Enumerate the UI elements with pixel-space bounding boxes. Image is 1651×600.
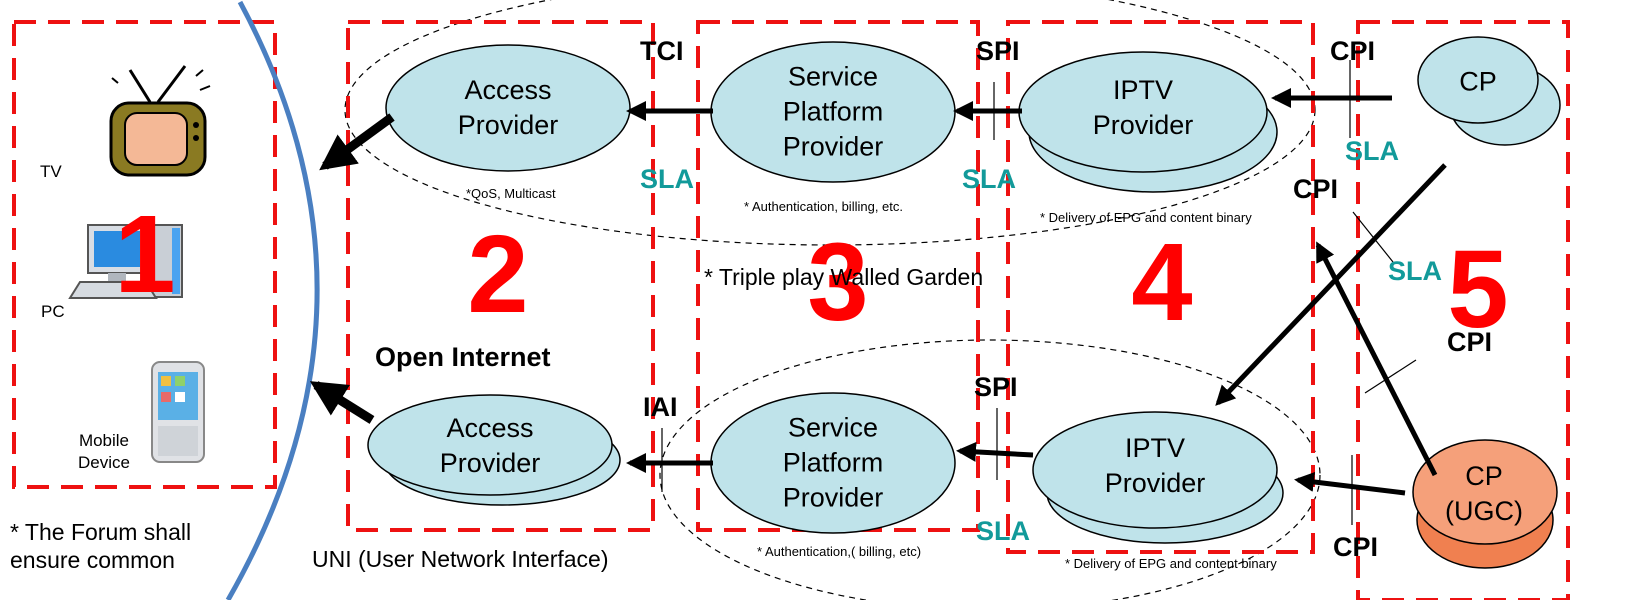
interface-spi-top: SPI (976, 36, 1020, 66)
service-platform-provider-top-label: Service Platform Provider (782, 61, 884, 162)
interface-spi-bottom: SPI (974, 372, 1018, 402)
pc-icon (68, 224, 183, 299)
sla-cp-top: SLA (1345, 136, 1399, 166)
access-provider-bottom-label: Access Provider (439, 413, 541, 478)
zone-5-number: 5 (1447, 228, 1509, 351)
note-walled-garden: * Triple play Walled Garden (704, 264, 984, 290)
interface-cpi-mid2: CPI (1447, 327, 1493, 357)
device-label-pc: PC (41, 302, 65, 321)
interface-cpi-bottom: CPI (1333, 532, 1379, 562)
arrow-access-to-user-top (319, 113, 395, 171)
note-authentication-top: * Authentication, billing, etc. (744, 199, 903, 214)
iptv-provider-bottom-node (1032, 411, 1278, 529)
note-authentication-bottom: * Authentication,( billing, etc) (757, 544, 922, 559)
zone-4-number: 4 (1131, 221, 1193, 344)
tick-cpi-mid (1352, 211, 1394, 263)
open-internet-ellipse (659, 339, 1321, 600)
mobile-phone-icon (151, 361, 205, 463)
sla-access-top: SLA (640, 164, 694, 194)
zone-2-number: 2 (467, 213, 529, 336)
label-open-internet: Open Internet (375, 342, 551, 372)
cp-top-label: CP (1459, 66, 1497, 97)
interface-iai: IAI (643, 392, 678, 422)
device-label-mobile: Mobile Device (78, 431, 130, 472)
iptv-provider-bottom-label: IPTV Provider (1104, 433, 1206, 498)
arrow-access-to-user-bottom (309, 381, 375, 424)
cp-ugc-label: CP (UGC) (1445, 461, 1523, 526)
zone-1-number: 1 (114, 193, 176, 316)
note-delivery-bottom: * Delivery of EPG and content binary (1065, 556, 1277, 571)
note-forum: * The Forum shall ensure common (10, 519, 192, 573)
zone-1-box (12, 20, 277, 489)
arrow-ugc-to-iptv-top-diagonal (1315, 241, 1438, 477)
service-platform-provider-bottom-label: Service Platform Provider (782, 412, 884, 513)
interface-tci: TCI (640, 36, 684, 66)
sla-mid: SLA (1388, 256, 1442, 286)
note-qos: *QoS, Multicast (466, 186, 556, 201)
arrow-cp-to-iptv-bottom-diagonal (1215, 163, 1447, 406)
note-delivery-top: * Delivery of EPG and content binary (1040, 210, 1252, 225)
access-provider-bottom-node (367, 394, 613, 496)
cp-ugc-node (1412, 439, 1558, 545)
label-uni: UNI (User Network Interface) (312, 546, 609, 572)
zone-2-box (346, 20, 655, 532)
access-provider-top-label: Access Provider (457, 75, 559, 140)
sla-spp-bottom: SLA (976, 516, 1030, 546)
zone-3-number: 3 (807, 221, 869, 344)
uni-arc (225, 0, 320, 600)
sla-spp-top: SLA (962, 164, 1016, 194)
cp-top-node (1417, 36, 1539, 124)
zone-5-box (1356, 20, 1570, 600)
tv-icon (109, 65, 211, 177)
device-label-tv: TV (40, 162, 62, 181)
tick-cpi-mid2 (1364, 359, 1417, 394)
interface-cpi-mid: CPI (1293, 174, 1339, 204)
interface-cpi-top: CPI (1330, 36, 1376, 66)
iptv-provider-top-label: IPTV Provider (1092, 75, 1194, 140)
zone-4-box (1006, 20, 1315, 554)
